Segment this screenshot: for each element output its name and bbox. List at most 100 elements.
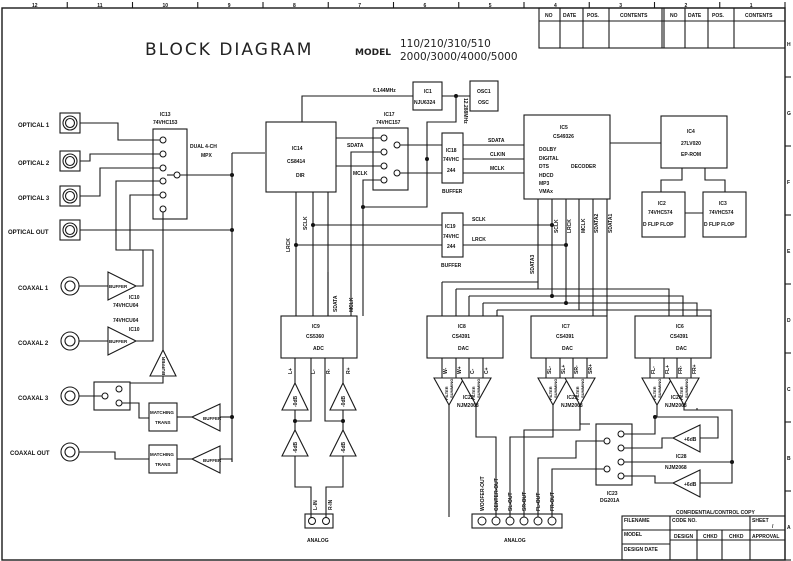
optical-1-jack-icon (59, 112, 81, 134)
filter-label: FILTER (471, 386, 476, 400)
ic23-part: DG201A (600, 498, 620, 504)
chkd-label-1: CHKD (703, 534, 718, 540)
ic14-part: CS8414 (287, 159, 305, 165)
rev-header-contents-2: CONTENTS (745, 13, 773, 19)
revision-table: NO DATE POS. CONTENTS NO DATE POS. CONTE… (538, 7, 786, 49)
dac-pin-label: FR- (678, 365, 684, 374)
ic6-ref: IC6 (676, 324, 684, 330)
filter-summing-amp (433, 377, 465, 407)
buffer-label: BUFFER (161, 356, 166, 375)
ruler-top-label: 3 (619, 3, 622, 9)
summing-label: SUMMING (553, 379, 558, 398)
optical-out-jack-icon (59, 219, 81, 241)
feature-digital: DIGITAL (539, 156, 559, 162)
ic5-func: DECODER (571, 164, 596, 170)
ic18-func: BUFFER (442, 189, 463, 195)
sclk-label: SCLK (472, 217, 486, 223)
ic18-buffer: IC18 74VHC 244 BUFFER (441, 132, 464, 195)
ic21-ref: IC21 (567, 395, 578, 401)
chkd-label-2: CHKD (729, 534, 744, 540)
trans-label: TRANS (155, 462, 171, 467)
sdata-label: SDATA (488, 138, 505, 144)
pin-r-minus: R- (326, 368, 332, 374)
ruler-top-label: 10 (163, 3, 169, 9)
coaxal-3-switch (93, 381, 131, 411)
analog-out-jack (533, 516, 543, 526)
ic20-ref: IC20 (671, 395, 682, 401)
pin-l-plus: L+ (288, 368, 294, 374)
gain-label: -0dB (341, 396, 347, 408)
ic13-part: 74VHC153 (153, 120, 178, 126)
osc1-ref: OSC1 (477, 89, 491, 95)
ic7-part: CS4391 (556, 334, 574, 340)
mclk-label: MCLK (490, 166, 505, 172)
filter-summing-amp (564, 377, 596, 407)
ic14-sdata-label: SDATA (347, 143, 364, 149)
rev-header-no-2: NO (670, 13, 678, 19)
feature-vmax: VMAx (539, 189, 553, 195)
summing-label: SUMMING (449, 379, 454, 398)
summing-label: SUMMING (657, 379, 662, 398)
ic1-part: NJU6324 (414, 100, 435, 106)
summing-label: SUMMING (684, 379, 689, 398)
ic9-func: ADC (313, 346, 324, 352)
analog-in-connector (304, 513, 334, 529)
gain-label: +6dB (684, 482, 697, 488)
filter-summing-amp (537, 377, 569, 407)
osc1-part: OSC (478, 100, 489, 106)
rev-header-pos: POS. (587, 13, 600, 19)
ic28-ref: IC28 (676, 454, 687, 460)
ic19-ref: IC19 (445, 224, 456, 230)
ic14-mclk-label: MCLK (353, 171, 368, 177)
ic13-func2: MPX (201, 153, 213, 159)
pin-r-plus: R+ (346, 367, 352, 374)
analog-out-jack (477, 516, 487, 526)
adc-l-0db-amp: -0dB (281, 381, 309, 411)
ic2-ref: IC2 (658, 201, 666, 207)
output-buffer-1: BUFFER (190, 403, 222, 432)
ic3-flip-flop: IC3 74VHC574 D FLIP FLOP (702, 191, 747, 238)
ruler-top-label: 11 (97, 3, 103, 9)
analog-out-jack (491, 516, 501, 526)
analog-out-jack (519, 516, 529, 526)
ruler-top-label: 1 (750, 3, 753, 9)
ic28-amp-1: +6dB (671, 424, 701, 453)
matching-label: MATCHING (150, 452, 174, 457)
ic4-ref: IC4 (687, 129, 695, 135)
rev-header-pos-2: POS. (712, 13, 725, 19)
sl-wire (509, 405, 554, 517)
r-in-label: R-IN (328, 499, 334, 510)
ic4-func: EP-ROM (681, 152, 701, 158)
ic5-sdata2-label: SDATA2 (594, 214, 600, 233)
ic7-func: DAC (562, 346, 573, 352)
ic1: IC1 NJU6324 (412, 81, 443, 111)
ic5-decoder: IC5 CS49326 DOLBY DIGITAL DTS HDCD MP3 V… (523, 114, 611, 200)
dac-pin-label: C- (470, 368, 476, 374)
ic8-dac: IC8 CS4391 DAC (426, 315, 504, 359)
summing-label: SUMMING (580, 379, 585, 398)
coaxial-inputs: COAXAL 1 COAXAL 2 COAXAL 3 COAXAL OUT (10, 276, 80, 462)
optical-2-jack-icon (59, 150, 81, 172)
ic9-part: CS5360 (306, 334, 324, 340)
ruler-right-label: E (787, 249, 791, 255)
filter-summing-amp (460, 377, 492, 407)
rev-header-contents: CONTENTS (620, 13, 648, 19)
fr-wire (551, 468, 604, 517)
ic5-sdata3-label: SDATA3 (530, 255, 536, 274)
ic17-part: 74VHC157 (376, 120, 401, 126)
ic7-ref: IC7 (562, 324, 570, 330)
buffer-label: BUFFER (109, 284, 128, 289)
analog-out-jack (505, 516, 515, 526)
ic20-part: NJM2068 (665, 403, 687, 409)
ic21-part: NJM2068 (561, 403, 583, 409)
fr-amp-wire (683, 405, 732, 411)
diagram-title: BLOCK DIAGRAM (145, 40, 313, 60)
lrck-vert-label: LRCK (286, 238, 292, 252)
ruler-top-label: 2 (685, 3, 688, 9)
output-buffer-2: BUFFER (190, 445, 222, 474)
dac-pin-label: SR+ (588, 364, 594, 374)
ruler-top-label: 7 (358, 3, 361, 9)
sclk-vert-label: SCLK (303, 216, 309, 230)
